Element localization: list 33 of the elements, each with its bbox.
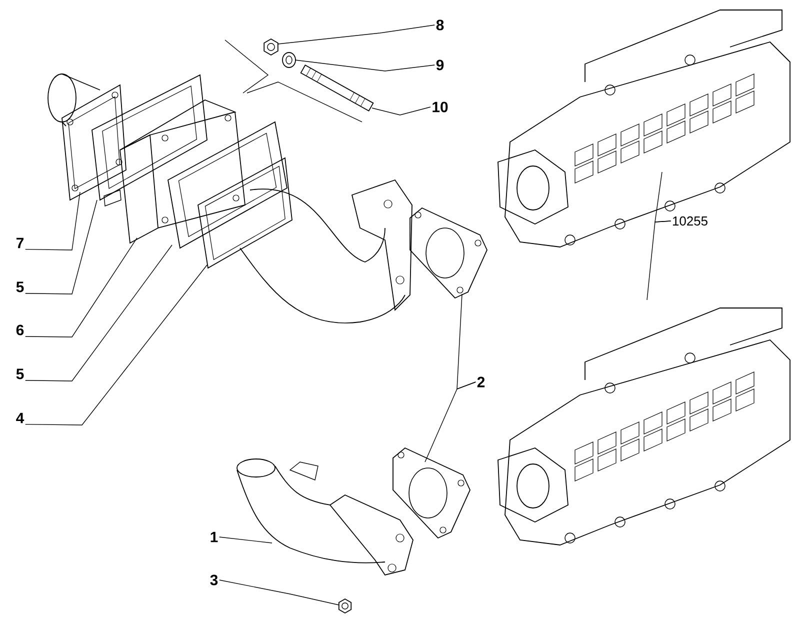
callout-number: 5 [16, 282, 24, 292]
gasket-drawing [392, 447, 470, 539]
leader-line [646, 220, 672, 300]
manifold-drawing [498, 308, 790, 546]
callout-number: 7 [16, 238, 24, 248]
leader-line [278, 24, 435, 44]
callout-number: 10255 [672, 216, 708, 226]
callout-number: 5 [16, 368, 24, 380]
nut-drawing [338, 598, 352, 614]
callout-number: 8 [436, 20, 444, 30]
callout-number: 2 [477, 376, 485, 388]
callout-number: 10 [432, 102, 448, 112]
callout-number: 6 [16, 324, 24, 336]
pipe-drawing [198, 157, 412, 324]
leader-line [372, 106, 431, 116]
manifold-drawing [498, 10, 790, 248]
leader-line [25, 264, 208, 426]
leader-line [25, 238, 138, 338]
leader-line [219, 580, 340, 606]
leader-line [25, 200, 98, 294]
leader-line [424, 382, 476, 462]
leader-line [294, 60, 435, 72]
nut-drawing [264, 38, 278, 56]
callout-number: 4 [16, 412, 24, 424]
callout-number: 3 [210, 574, 218, 586]
callout-number: 9 [436, 60, 444, 70]
leader-line [25, 192, 80, 250]
gasket-drawing [410, 207, 488, 299]
washer-drawing [282, 52, 296, 68]
pipe-drawing [236, 458, 414, 576]
callout-number: 1 [210, 532, 218, 542]
leader-line [219, 536, 272, 544]
leader-line [25, 244, 172, 382]
